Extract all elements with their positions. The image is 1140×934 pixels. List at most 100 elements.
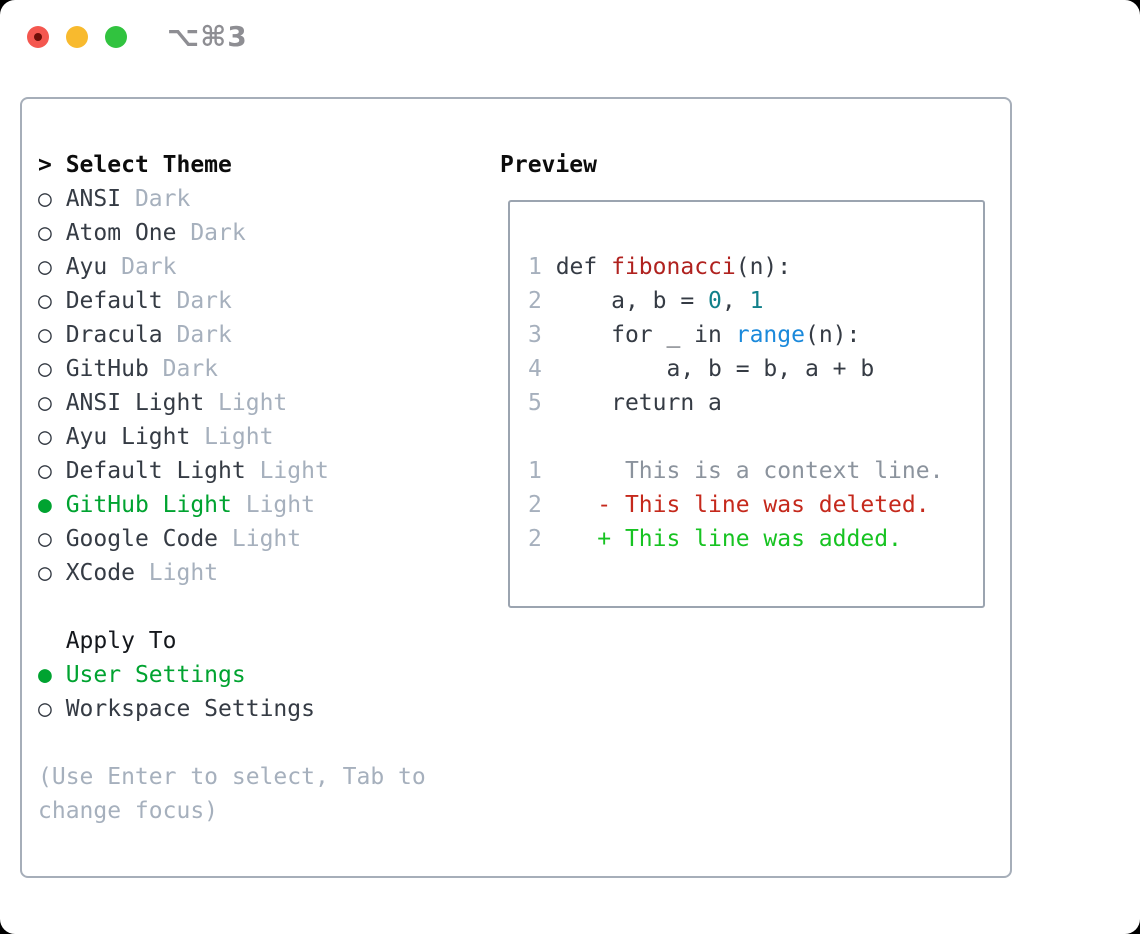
theme-name: GitHub (65, 356, 149, 382)
theme-name: ANSI (65, 186, 122, 212)
window-title: ⌥⌘3 (167, 20, 248, 53)
line-number: 3 (528, 322, 542, 348)
minimize-button[interactable] (66, 26, 88, 48)
theme-name: Ayu (65, 254, 108, 280)
theme-option[interactable]: ○ Default Light Light (38, 454, 426, 488)
code-segment: a, b = (541, 288, 709, 314)
radio-unselected-icon: ○ (38, 696, 66, 722)
select-theme-title: Select Theme (65, 152, 232, 178)
theme-variant: Light (134, 560, 219, 586)
theme-option[interactable]: ○ ANSI Dark (38, 182, 426, 216)
code-line: 2 + This line was added. (528, 522, 983, 556)
theme-name: GitHub Light (65, 492, 232, 518)
theme-option[interactable]: ○ Ayu Dark (38, 250, 426, 284)
line-number: 2 (528, 526, 542, 552)
line-number: 4 (528, 356, 542, 382)
code-line: 3 for _ in range(n): (528, 318, 983, 352)
radio-unselected-icon: ○ (38, 356, 66, 382)
code-line: 1 This is a context line. (528, 454, 983, 488)
code-segment: , (721, 288, 750, 314)
theme-option[interactable]: ○ XCode Light (38, 556, 426, 590)
preview-title: Preview (500, 152, 597, 178)
code-segment: fibonacci (611, 254, 736, 280)
code-segment: for _ in (541, 322, 736, 348)
radio-selected-icon: ● (38, 492, 66, 518)
apply-to-label: Workspace Settings (65, 696, 315, 722)
radio-unselected-icon: ○ (38, 424, 66, 450)
line-number: 2 (528, 492, 542, 518)
radio-unselected-icon: ○ (38, 390, 66, 416)
code-segment: range (735, 322, 805, 348)
theme-list: ○ ANSI Dark○ Atom One Dark○ Ayu Dark○ De… (38, 182, 426, 590)
line-number: 2 (528, 288, 542, 314)
theme-variant: Light (190, 424, 274, 450)
radio-unselected-icon: ○ (38, 526, 66, 552)
code-line: 4 a, b = b, a + b (528, 352, 983, 386)
theme-option[interactable]: ● GitHub Light Light (38, 488, 426, 522)
line-number: 5 (528, 390, 542, 416)
select-theme-header: > Select Theme (38, 148, 426, 182)
radio-unselected-icon: ○ (38, 322, 66, 348)
theme-name: ANSI Light (65, 390, 205, 416)
theme-name: Default Light (65, 458, 246, 484)
theme-variant: Light (204, 390, 288, 416)
apply-to-list: ● User Settings○ Workspace Settings (38, 658, 426, 726)
apply-to-label: User Settings (65, 662, 246, 688)
theme-variant: Dark (107, 254, 177, 280)
radio-unselected-icon: ○ (38, 186, 66, 212)
code-segment: + This line was added. (541, 526, 902, 552)
theme-name: Atom One (65, 220, 177, 246)
theme-name: XCode (65, 560, 135, 586)
radio-unselected-icon: ○ (38, 560, 66, 586)
code-segment: 0 (708, 288, 722, 314)
theme-variant: Dark (121, 186, 191, 212)
theme-variant: Dark (162, 322, 232, 348)
code-segment: return a (541, 390, 722, 416)
theme-name: Default (65, 288, 163, 314)
theme-variant: Dark (162, 288, 232, 314)
theme-variant: Dark (176, 220, 246, 246)
radio-selected-icon: ● (38, 662, 66, 688)
theme-option[interactable]: ○ GitHub Dark (38, 352, 426, 386)
code-line: 5 return a (528, 386, 983, 420)
line-number: 1 (528, 254, 542, 280)
close-button[interactable] (27, 26, 49, 48)
code-segment: (n): (804, 322, 861, 348)
theme-option[interactable]: ○ Dracula Dark (38, 318, 426, 352)
radio-unselected-icon: ○ (38, 220, 66, 246)
code-segment: def (541, 254, 612, 280)
apply-to-option[interactable]: ● User Settings (38, 658, 426, 692)
apply-to-option[interactable]: ○ Workspace Settings (38, 692, 426, 726)
code-segment: - This line was deleted. (541, 492, 930, 518)
zoom-button[interactable] (105, 26, 127, 48)
theme-name: Google Code (65, 526, 219, 552)
apply-to-title: Apply To (65, 628, 177, 654)
hint-line: change focus) (38, 798, 219, 824)
theme-picker-panel: > Select Theme ○ ANSI Dark○ Atom One Dar… (20, 97, 1012, 878)
radio-unselected-icon: ○ (38, 288, 66, 314)
prompt-caret-icon: > (38, 152, 66, 178)
line-number: 1 (528, 458, 542, 484)
code-segment: 1 (749, 288, 764, 314)
apply-to-header: X Apply To (38, 624, 426, 658)
theme-option[interactable]: ○ Default Dark (38, 284, 426, 318)
theme-option[interactable]: ○ ANSI Light Light (38, 386, 426, 420)
preview-column: Preview 1 def fibonacci(n):2 a, b = 0, 1… (500, 148, 985, 608)
blank-line (528, 420, 983, 454)
theme-option[interactable]: ○ Ayu Light Light (38, 420, 426, 454)
code-line: 2 a, b = 0, 1 (528, 284, 983, 318)
code-line: 2 - This line was deleted. (528, 488, 983, 522)
theme-option[interactable]: ○ Google Code Light (38, 522, 426, 556)
theme-variant: Light (218, 526, 302, 552)
theme-picker-left-column: > Select Theme ○ ANSI Dark○ Atom One Dar… (38, 148, 426, 828)
code-segment: This is a context line. (541, 458, 944, 484)
theme-variant: Light (231, 492, 315, 518)
code-segment: a, b = b, a + b (541, 356, 875, 382)
code-line: 1 def fibonacci(n): (528, 250, 983, 284)
theme-name: Ayu Light (65, 424, 191, 450)
title-bar: ⌥⌘3 (0, 0, 1140, 70)
theme-option[interactable]: ○ Atom One Dark (38, 216, 426, 250)
